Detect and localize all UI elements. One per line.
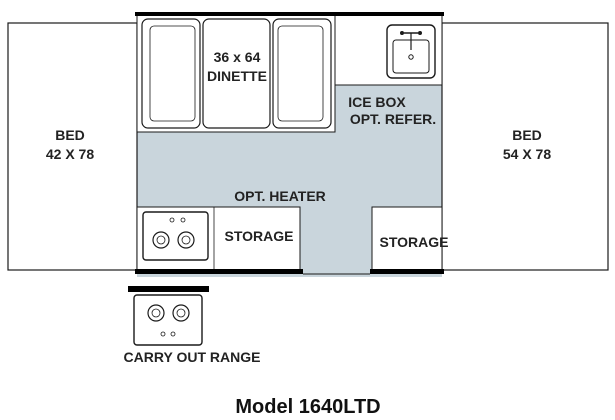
left-storage-label: STORAGE [225, 228, 294, 244]
sink [386, 24, 436, 79]
right-bed-title: BED [512, 127, 542, 143]
carry-out-range-bar [128, 286, 209, 292]
right-bed-size: 54 X 78 [503, 146, 551, 162]
stove-burner-right-icon [177, 231, 195, 249]
top-wall [135, 12, 444, 16]
bottom-wall-left [135, 269, 303, 274]
stove-burner-left-icon [152, 231, 170, 249]
range-knob-right-icon [170, 331, 176, 337]
dinette-size: 36 x 64 [214, 49, 261, 65]
range-burner-right-icon [172, 304, 190, 322]
stove-icon [142, 211, 209, 261]
carry-out-range-label: CARRY OUT RANGE [124, 349, 261, 365]
left-bed-size: 42 X 78 [46, 146, 94, 162]
dinette-seat-right-cushion [277, 25, 324, 122]
heater-label: OPT. HEATER [234, 188, 326, 204]
faucet-knob-right-icon [418, 31, 422, 35]
stove-knob-left-icon [169, 217, 175, 223]
left-bed [7, 22, 138, 271]
bottom-wall-right [370, 269, 444, 274]
right-storage-cabinet [371, 206, 443, 271]
range-burner-left-inner [151, 308, 161, 318]
right-storage-label: STORAGE [380, 234, 449, 250]
dinette-seat-left [141, 18, 201, 129]
dinette-table [202, 18, 271, 129]
refrigerator-label: OPT. REFER. [350, 111, 436, 127]
faucet-knob-left-icon [400, 31, 404, 35]
stove-burner-left-inner [156, 235, 166, 245]
range-burner-left-icon [147, 304, 165, 322]
range-burner-right-inner [176, 308, 186, 318]
right-bed [441, 22, 609, 271]
dinette-label: DINETTE [207, 68, 267, 84]
carry-out-range-icon [133, 294, 203, 346]
left-bed-title: BED [55, 127, 85, 143]
stove-knob-right-icon [180, 217, 186, 223]
range-knob-left-icon [160, 331, 166, 337]
dinette-seat-right [272, 18, 332, 129]
stove-burner-right-inner [181, 235, 191, 245]
dinette-seat-left-cushion [149, 25, 196, 122]
icebox-label: ICE BOX [348, 94, 406, 110]
drain-icon [408, 54, 414, 60]
model-title: Model 1640LTD [235, 396, 380, 418]
